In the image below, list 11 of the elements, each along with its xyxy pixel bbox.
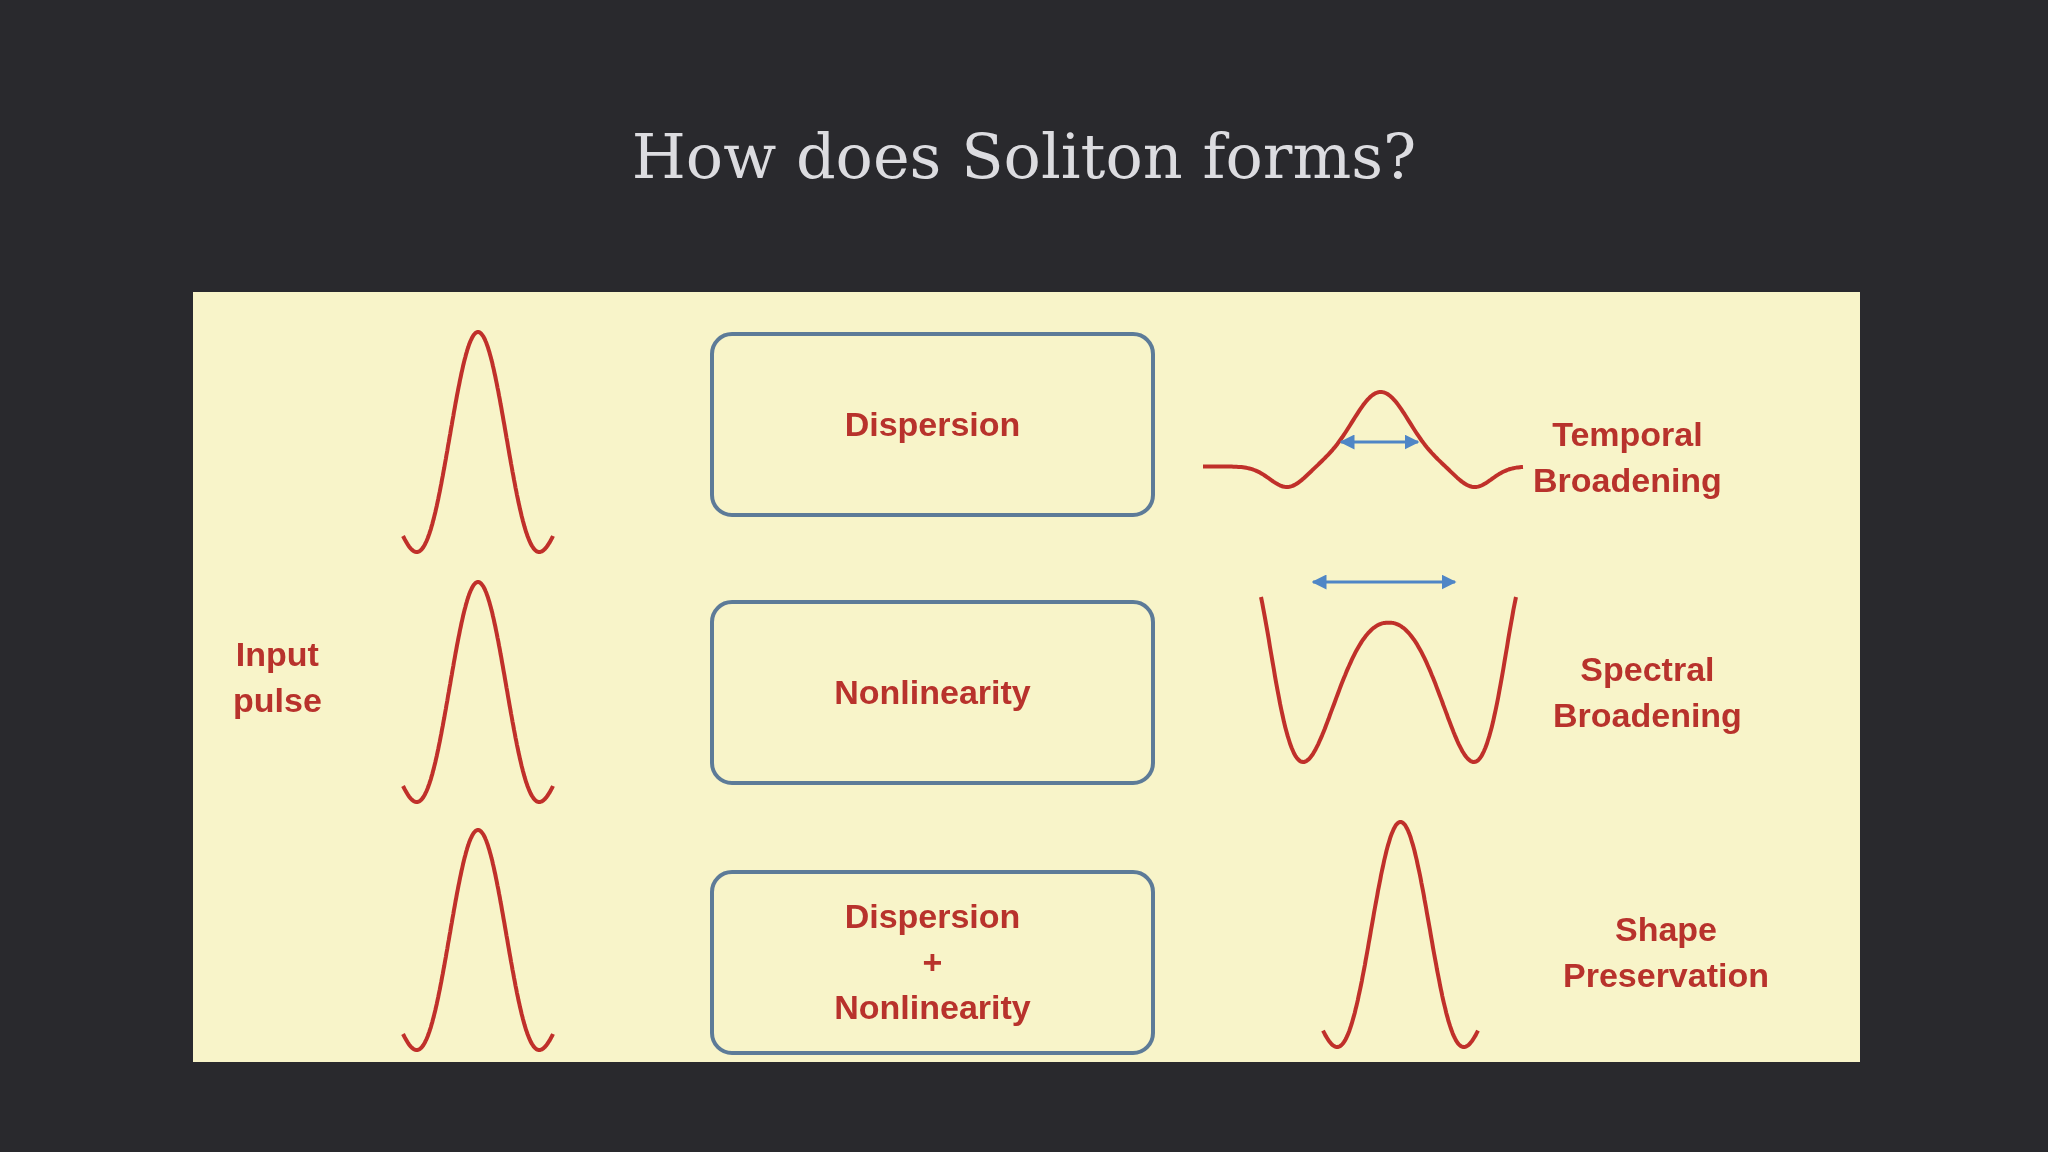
- box-label: Dispersion + Nonlinearity: [834, 895, 1031, 1029]
- row-label: Input pulse: [233, 634, 322, 721]
- box-label: Nonlinearity: [834, 671, 1031, 713]
- slide-title: How does Soliton forms?: [631, 120, 1417, 193]
- process-box: [710, 600, 1155, 785]
- box-label: Dispersion: [844, 403, 1021, 445]
- row-label: Shape Preservation: [1563, 909, 1769, 996]
- row-label: Spectral Broadening: [1553, 649, 1742, 736]
- row-label: Temporal Broadening: [1533, 414, 1722, 501]
- process-box: [710, 870, 1155, 1055]
- process-box: [710, 332, 1155, 517]
